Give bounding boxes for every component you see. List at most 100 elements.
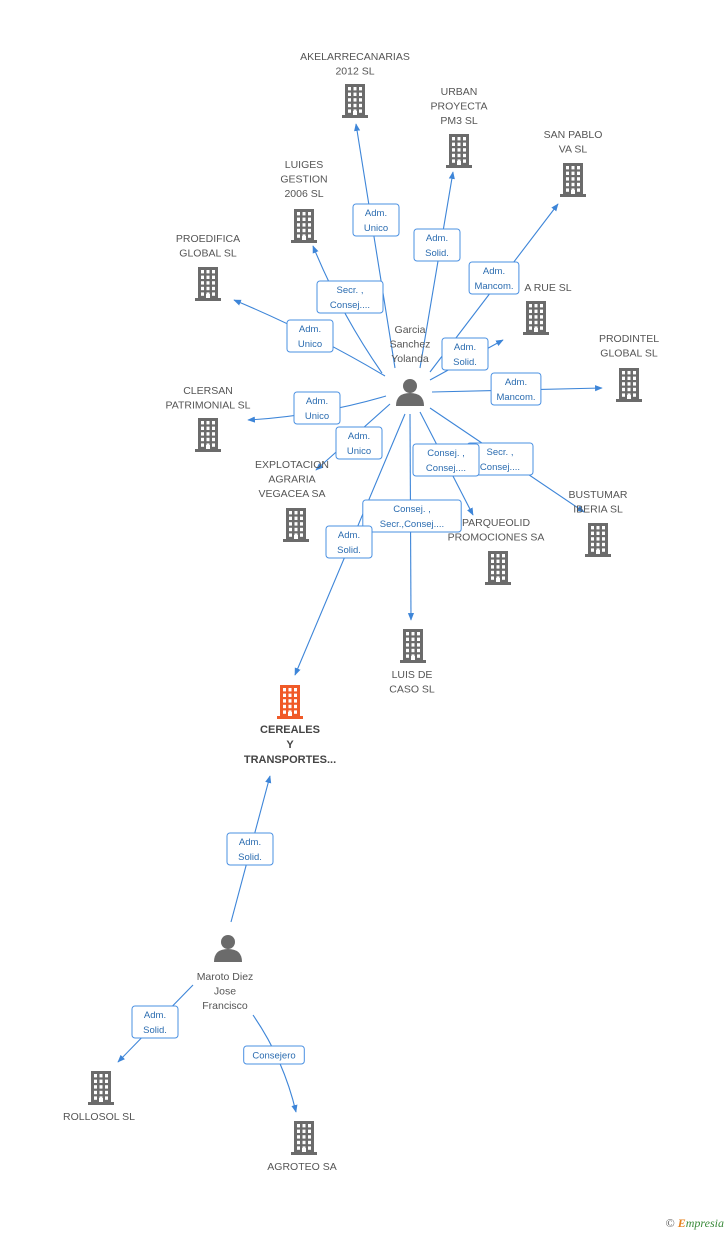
role-badge[interactable]: Adm. Unico (335, 426, 383, 460)
role-badge[interactable]: Adm.Solid. (131, 1005, 179, 1039)
node-label-line: VEGACEA SA (258, 488, 325, 500)
node-label-line: AKELARRECANARIAS (300, 51, 410, 63)
node-label-line: Francisco (202, 1000, 248, 1012)
brand-logo: Empresia (677, 1216, 724, 1230)
role-badge[interactable]: Secr. , Consej.... (316, 280, 384, 314)
role-badge[interactable]: Adm.Mancom. (468, 261, 520, 295)
node-label-line: GESTION (280, 174, 327, 186)
node-label-line: AGRARIA (268, 474, 315, 486)
node-label-line: EXPLOTACION (255, 459, 329, 471)
node-label-line: PRODINTEL (599, 333, 659, 345)
building-icon[interactable] (291, 1121, 317, 1155)
role-text: Secr.,Consej.... (380, 519, 444, 530)
role-text: Secr. , (337, 285, 364, 296)
person-icon[interactable] (214, 935, 242, 962)
role-text: Secr. , (487, 447, 514, 458)
role-badge[interactable]: Adm.Unico (352, 203, 400, 237)
node-label-line: SAN PABLO (544, 129, 603, 141)
node-label-line: VA SL (559, 144, 588, 156)
company-node-cereales[interactable]: CEREALESYTRANSPORTES... (244, 685, 336, 766)
role-badge[interactable]: Adm.Mancom. (490, 372, 542, 406)
node-label-line: PROMOCIONES SA (448, 532, 545, 544)
node-label-line: 2006 SL (284, 188, 323, 200)
role-text: Consej.... (480, 462, 520, 473)
role-badge[interactable]: Consej. ,Consej.... (412, 443, 480, 477)
building-icon[interactable] (342, 84, 368, 118)
company-node-rollosol[interactable]: ROLLOSOL SL (63, 1071, 135, 1123)
building-icon[interactable] (616, 368, 642, 402)
node-label-line: Maroto Diez (197, 971, 254, 983)
company-node-larue[interactable]: A RUE SL (523, 282, 572, 335)
building-icon[interactable] (585, 523, 611, 557)
node-label-line: LUIGES (285, 159, 324, 171)
role-text: Consej. , (427, 448, 465, 459)
node-label-line: CASO SL (389, 684, 435, 696)
company-node-luiges[interactable]: LUIGES GESTION 2006 SL (280, 159, 328, 243)
role-badge[interactable]: Consejero (243, 1045, 305, 1065)
role-text: Adm. (348, 431, 370, 442)
role-text: Consejero (252, 1051, 295, 1062)
role-text: Solid. (425, 248, 449, 259)
node-label-line: GLOBAL SL (179, 248, 237, 260)
role-badge[interactable]: Adm.Solid. (226, 832, 274, 866)
building-icon[interactable] (485, 551, 511, 585)
node-label-line: PM3 SL (440, 115, 478, 127)
company-node-proedifica[interactable]: PROEDIFICA GLOBAL SL (176, 233, 240, 301)
node-label-line: GLOBAL SL (600, 348, 658, 360)
node-label-line: CLERSAN (183, 385, 233, 397)
edges-layer (117, 123, 603, 1113)
node-label-line: IBERIA SL (573, 504, 623, 516)
node-label-line: PROEDIFICA (176, 233, 240, 245)
role-text: Unico (347, 446, 371, 457)
building-icon[interactable] (277, 685, 303, 719)
role-badge[interactable]: Adm.Unico (286, 319, 334, 353)
building-icon[interactable] (195, 267, 221, 301)
company-node-explotacion[interactable]: EXPLOTACION AGRARIA VEGACEA SA (255, 459, 329, 542)
role-text: Adm. (426, 233, 448, 244)
role-text: Adm. (239, 837, 261, 848)
role-badge[interactable]: Adm. Solid. (413, 228, 461, 262)
node-label-line: Jose (214, 986, 236, 998)
copyright-symbol: © (665, 1216, 675, 1230)
role-badge[interactable]: Adm.Unico (293, 391, 341, 425)
building-icon[interactable] (560, 163, 586, 197)
role-text: Adm. (338, 530, 360, 541)
node-label-line: URBAN (441, 86, 478, 98)
company-node-agroteo[interactable]: AGROTEO SA (267, 1121, 337, 1173)
role-badge[interactable]: Adm.Solid. (441, 337, 489, 371)
node-label-line: A RUE SL (524, 282, 571, 294)
role-text: Consej.... (330, 300, 370, 311)
person-icon[interactable] (396, 379, 424, 406)
role-text: Adm. (454, 342, 476, 353)
building-icon[interactable] (400, 629, 426, 663)
company-node-akelarre[interactable]: AKELARRECANARIAS 2012 SL (300, 51, 410, 118)
building-icon[interactable] (88, 1071, 114, 1105)
role-badge[interactable]: Consej. ,Secr.,Consej.... (362, 499, 462, 533)
nodes-layer: AKELARRECANARIAS 2012 SL URBANPROYECTAPM3 … (63, 51, 659, 1173)
node-label-line: CEREALES (260, 724, 320, 736)
building-icon[interactable] (283, 508, 309, 542)
node-label-line: 2012 SL (335, 66, 374, 78)
node-label-line: Sanchez (390, 339, 431, 351)
node-label-line: Y (286, 739, 294, 751)
building-icon[interactable] (291, 209, 317, 243)
relation-edge (419, 171, 455, 369)
company-node-sanpablo[interactable]: SAN PABLO VA SL (544, 129, 603, 197)
role-badge[interactable]: Adm. Solid. (325, 525, 373, 559)
role-text: Solid. (337, 545, 361, 556)
company-node-prodintel[interactable]: PRODINTEL GLOBAL SL (599, 333, 659, 402)
building-icon[interactable] (523, 301, 549, 335)
building-icon[interactable] (195, 418, 221, 452)
node-label-line: Garcia (395, 324, 426, 336)
building-icon[interactable] (446, 134, 472, 168)
footer-brand[interactable]: © Empresia (666, 1216, 724, 1231)
